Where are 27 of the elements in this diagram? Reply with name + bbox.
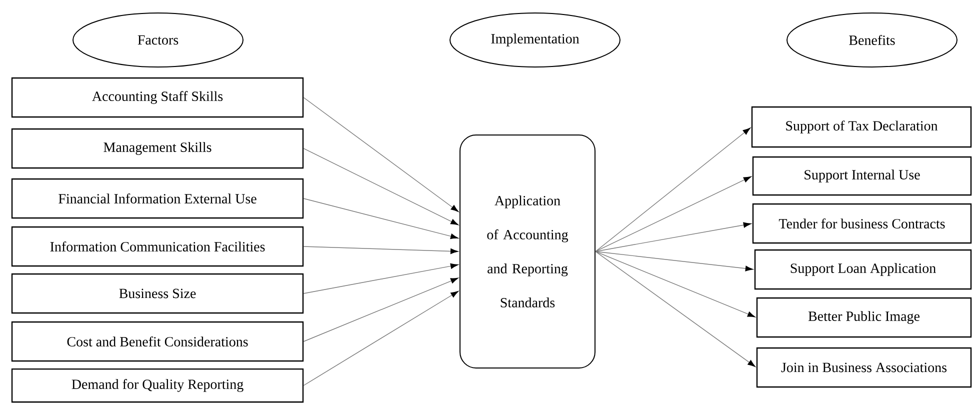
item-box: Financial Information External Use (11, 178, 304, 219)
arrow (303, 97, 459, 212)
arrow (595, 251, 756, 367)
item-box: Business Size (11, 273, 304, 314)
item-box: Tender for business Contracts (752, 203, 972, 244)
item-box: Support of Tax Declaration (751, 106, 972, 148)
arrow (595, 251, 756, 318)
arrow (303, 246, 458, 254)
item-box: Management Skills (11, 128, 304, 169)
item-box: Join in Business Associations (756, 347, 972, 388)
item-box: Support Loan Application (754, 249, 972, 290)
item-box: Better Public Image (756, 297, 972, 338)
arrow (595, 251, 754, 272)
arrow (303, 148, 458, 226)
arrow (595, 176, 752, 252)
item-box: Cost and Benefit Considerations (11, 321, 304, 362)
item-box: Support Internal Use (752, 156, 972, 196)
arrow (595, 222, 752, 252)
arrow (303, 278, 458, 342)
item-box: Accounting Staff Skills (11, 77, 304, 118)
arrow (303, 198, 458, 240)
arrow (303, 263, 458, 294)
item-box: Information Communication Facilities (11, 226, 304, 267)
process-box: Application of Accounting and Reporting Standards (460, 134, 596, 368)
item-box: Demand for Quality Reporting (11, 368, 304, 403)
arrow (303, 290, 458, 386)
arrow (595, 128, 750, 252)
